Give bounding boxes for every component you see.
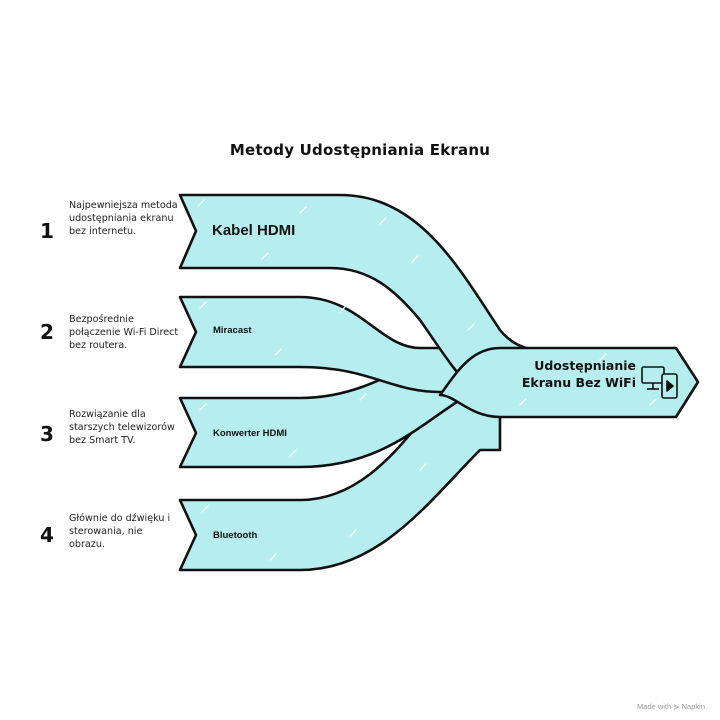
diagram-title: Metody Udostępniania Ekranu: [229, 141, 491, 159]
step-description-4: Głównie do dźwięku i sterowania, nie obr…: [69, 513, 171, 550]
step-description-1: Najpewniejsza metoda udostępniania ekran…: [69, 200, 178, 237]
footer-text: Made with: [636, 702, 672, 711]
screen-share-devices-icon: [641, 366, 678, 399]
footer-credit: Made with ⋟ Napkin: [637, 702, 705, 711]
stream-label-konwerter-hdmi: Konwerter HDMI: [213, 428, 287, 439]
footer-brand: Napkin: [681, 702, 705, 711]
stream-label-miracast: Miracast: [213, 325, 252, 336]
stream-label-kabel-hdmi: Kabel HDMI: [212, 222, 296, 239]
step-number-4: 4: [40, 523, 54, 547]
step-number-3: 3: [40, 422, 54, 446]
target-label: Udostępnianie Ekranu Bez WiFi: [521, 358, 636, 390]
stream-bluetooth: [178, 398, 502, 572]
output-arrow: [438, 346, 700, 419]
step-number-1: 1: [40, 219, 54, 243]
napkin-logo-icon: ⋟: [673, 702, 680, 711]
step-description-2: Bezpośrednie połączenie Wi-Fi Direct bez…: [69, 314, 179, 351]
step-description-3: Rozwiązanie dla starszych telewizorów be…: [69, 409, 175, 446]
stream-label-bluetooth: Bluetooth: [213, 530, 258, 541]
step-number-2: 2: [40, 320, 54, 344]
